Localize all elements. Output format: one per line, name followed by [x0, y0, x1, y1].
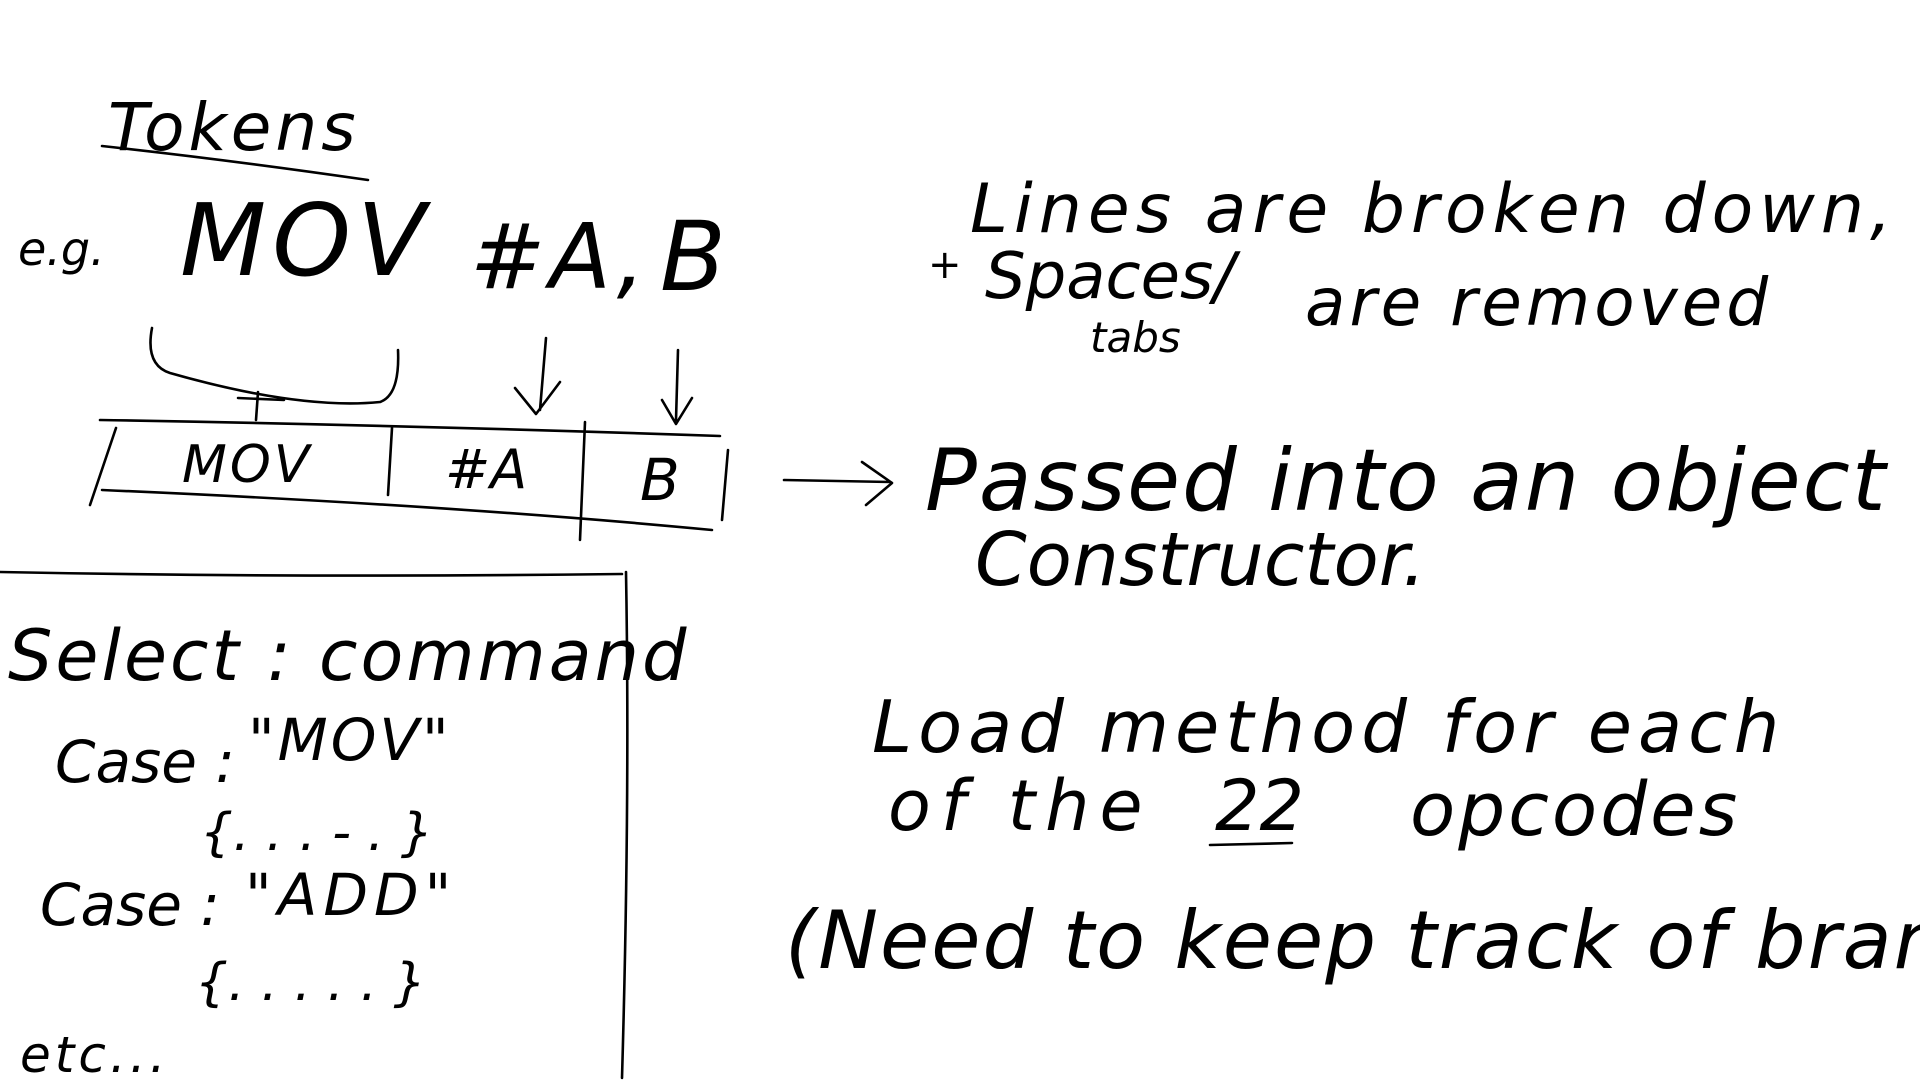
case1-label: Case :	[55, 728, 235, 796]
token-table-top	[98, 418, 722, 438]
select-frame-right	[620, 570, 629, 1080]
note-22-underline	[1208, 841, 1294, 847]
token-cell-b: B	[640, 446, 680, 514]
note-need-branches: (Need to keep track of branches)	[785, 894, 1920, 987]
note-passed: Passed into an object	[925, 431, 1889, 531]
token-table-right	[720, 448, 730, 522]
mov-brace-tick	[236, 390, 286, 422]
case1-value: "MOV"	[248, 706, 452, 774]
token-table-bottom	[100, 488, 714, 532]
note-load-method: Load method for each	[872, 685, 1785, 769]
select-header: Select : command	[8, 615, 689, 697]
token-cell-mov: MOV	[182, 435, 313, 495]
case2-value: "ADD"	[245, 861, 457, 929]
token-table-left	[88, 426, 118, 507]
mov-brace	[149, 326, 400, 405]
note-constructor: Constructor.	[975, 517, 1426, 603]
heading-underline	[100, 144, 370, 182]
note-spaces: Spaces/	[985, 240, 1241, 314]
arrow-operand2	[660, 348, 694, 426]
token-table-div2	[578, 420, 587, 542]
heading-tokens: Tokens	[108, 89, 360, 166]
note-removed: are removed	[1305, 264, 1772, 341]
note-of-the: of the	[888, 765, 1153, 847]
note-lines-broken: Lines are broken down,	[970, 170, 1898, 249]
case2-label: Case :	[40, 871, 220, 939]
case2-body: {. . . . . }	[195, 953, 426, 1013]
arrow-to-constructor	[782, 460, 894, 507]
example-label: e.g.	[18, 222, 105, 276]
note-opcodes: opcodes	[1410, 767, 1740, 853]
token-table-div1	[386, 426, 394, 497]
note-plus: +	[928, 242, 962, 288]
token-cell-a: #A	[445, 438, 527, 501]
arrow-operand1	[513, 336, 562, 416]
instruction-operand2: B	[660, 201, 726, 313]
instruction-operand1: #A,	[470, 205, 649, 310]
instruction-opcode: MOV	[180, 182, 432, 299]
note-22: 22	[1215, 765, 1304, 847]
select-frame-top	[0, 570, 624, 577]
select-footer: etc...	[20, 1026, 170, 1080]
note-tabs: tabs	[1090, 313, 1181, 362]
case1-body: {. . . - . }	[200, 803, 434, 863]
